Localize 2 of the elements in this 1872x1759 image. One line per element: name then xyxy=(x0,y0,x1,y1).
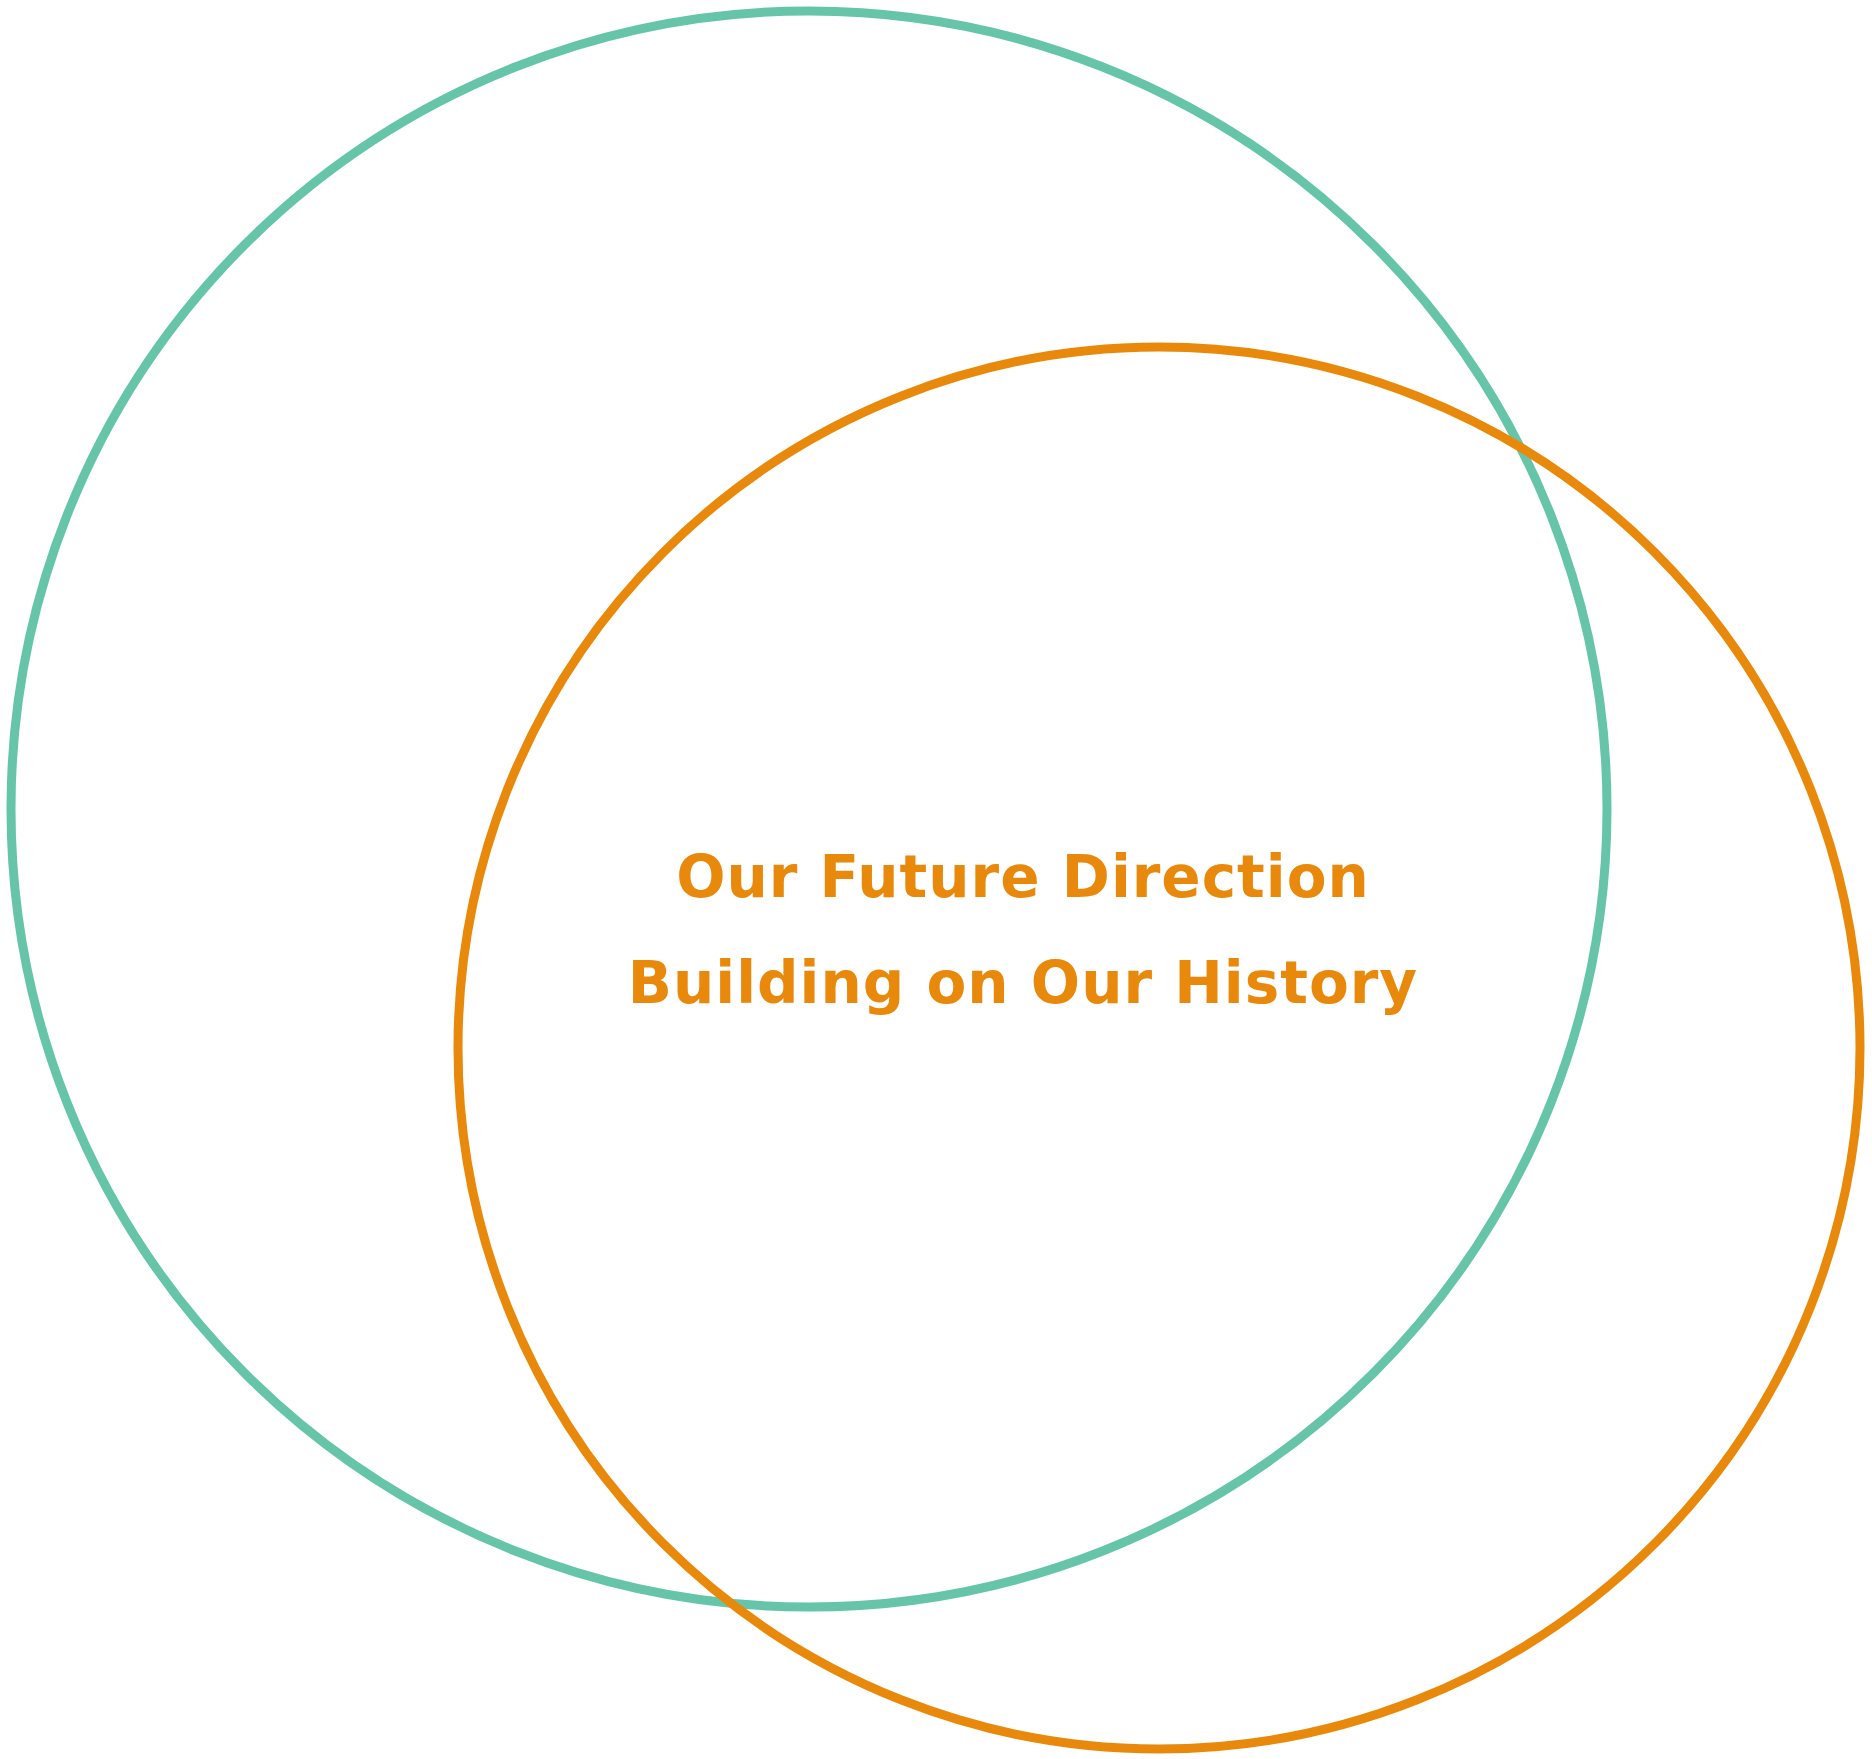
heading-text: Our Future Direction xyxy=(676,842,1370,912)
heading-text: Building on Our History xyxy=(627,948,1419,1018)
